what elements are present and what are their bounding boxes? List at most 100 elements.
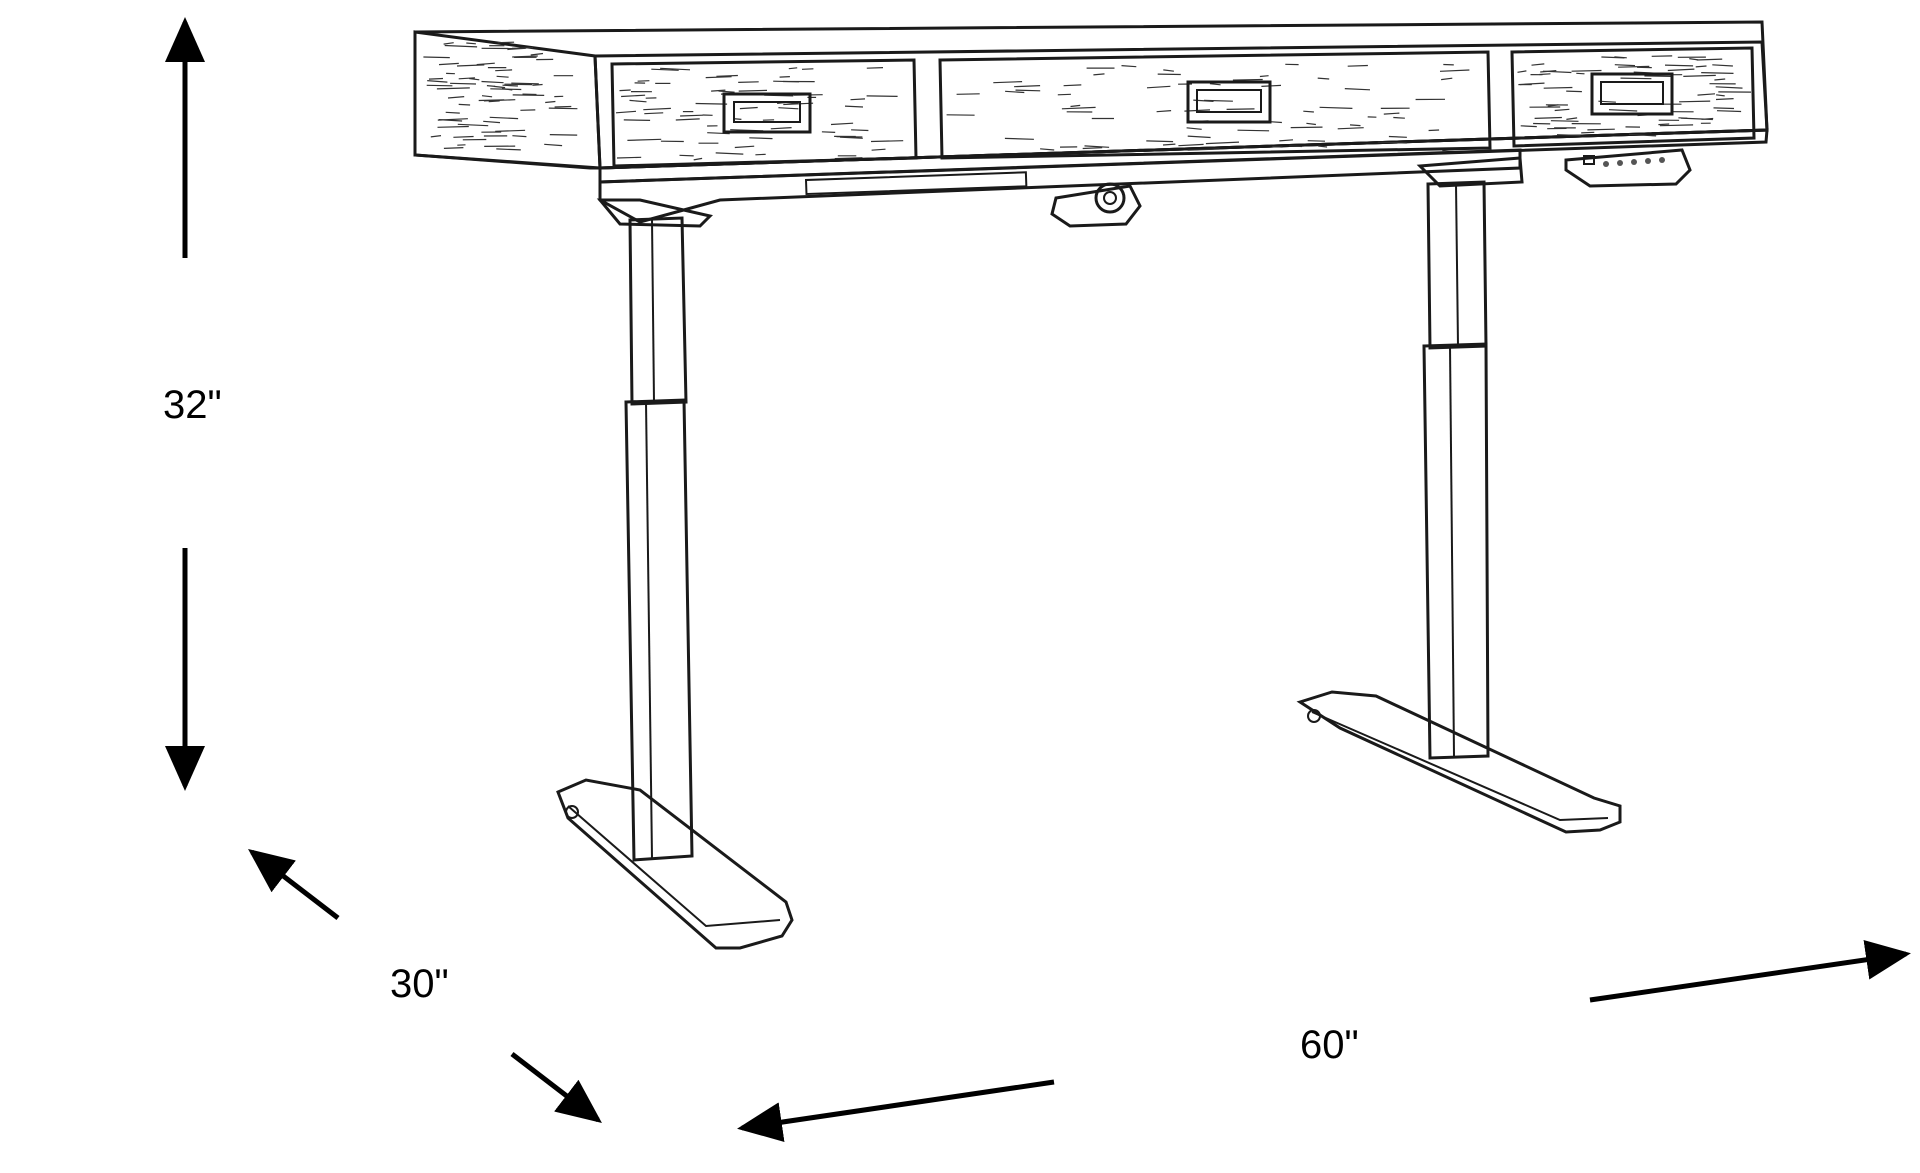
wood-grain-stroke <box>511 82 539 85</box>
wood-grain-stroke <box>738 89 768 92</box>
wood-grain-stroke <box>497 41 515 44</box>
wood-grain-stroke <box>1259 75 1269 78</box>
wood-grain-stroke <box>956 93 980 95</box>
wood-grain-stroke <box>1614 56 1627 59</box>
width-arrow-right <box>1589 939 1911 1003</box>
wood-grain-stroke <box>1658 123 1670 126</box>
wood-grain-stroke <box>1441 77 1453 81</box>
depth-label: 30" <box>390 962 449 1006</box>
wood-grain-stroke <box>438 119 463 122</box>
wood-grain-stroke <box>755 153 766 156</box>
wood-grain-stroke <box>1205 141 1240 145</box>
wood-grain-stroke <box>1566 117 1578 120</box>
wood-grain-stroke <box>1689 58 1699 61</box>
wood-grain-stroke <box>512 55 538 58</box>
motor-housing <box>1050 182 1142 228</box>
wood-grain-stroke <box>660 67 691 71</box>
wood-grain-stroke <box>443 42 454 45</box>
wood-grain-stroke <box>530 52 544 56</box>
wood-grain-stroke <box>1057 93 1071 96</box>
wood-grain-stroke <box>512 135 527 138</box>
drawer-right <box>1510 46 1756 148</box>
wood-grain-stroke <box>549 134 578 136</box>
wood-grain-stroke <box>715 152 744 155</box>
wood-grain-stroke <box>851 129 869 132</box>
wood-grain-stroke <box>1712 64 1733 67</box>
wood-texture <box>423 41 1752 161</box>
wood-grain-stroke <box>707 132 730 135</box>
wood-grain-stroke <box>1542 70 1572 74</box>
wood-grain-stroke <box>801 68 814 70</box>
wood-grain-stroke <box>716 74 738 77</box>
wood-grain-stroke <box>1084 145 1110 148</box>
wood-grain-stroke <box>1226 108 1255 110</box>
wood-grain-stroke <box>1317 77 1330 80</box>
wood-grain-stroke <box>458 103 471 106</box>
wood-grain-stroke <box>476 62 495 66</box>
wood-grain-stroke <box>1701 117 1714 120</box>
width-arrow-left <box>737 1079 1055 1142</box>
wood-grain-stroke <box>426 84 453 87</box>
drawer-handle-center <box>1186 80 1272 124</box>
wood-grain-stroke <box>705 76 732 79</box>
wood-grain-stroke <box>1715 98 1734 101</box>
wood-grain-stroke <box>1554 108 1570 112</box>
wood-grain-stroke <box>545 100 556 104</box>
wood-grain-stroke <box>619 89 631 92</box>
wood-grain-stroke <box>1156 110 1172 113</box>
wood-grain-stroke <box>749 137 773 140</box>
wood-grain-stroke <box>444 44 478 48</box>
wood-grain-stroke <box>1695 65 1707 68</box>
wood-grain-stroke <box>1683 74 1716 77</box>
wood-grain-stroke <box>1543 86 1573 89</box>
wood-grain-stroke <box>783 102 814 106</box>
wood-grain-stroke <box>871 148 886 151</box>
wood-grain-stroke <box>1566 90 1582 93</box>
wood-grain-stroke <box>718 90 735 93</box>
wood-grain-stroke <box>679 154 694 157</box>
wood-grain-stroke <box>1146 140 1174 143</box>
wood-grain-stroke <box>738 81 759 83</box>
wood-grain-stroke <box>643 107 671 111</box>
wood-grain-stroke <box>489 116 519 120</box>
wood-grain-stroke <box>834 157 863 160</box>
wood-grain-stroke <box>496 75 509 78</box>
wood-grain-stroke <box>447 96 465 99</box>
wood-grain-stroke <box>1121 65 1137 68</box>
wood-grain-stroke <box>1070 104 1081 108</box>
wood-grain-stroke <box>488 100 500 103</box>
wood-grain-stroke <box>615 110 637 114</box>
wood-grain-stroke <box>1667 68 1695 72</box>
wood-grain-stroke <box>1714 78 1726 81</box>
wood-grain-stroke <box>1377 141 1407 144</box>
wood-grain-stroke <box>1517 70 1527 73</box>
wood-grain-stroke <box>693 157 703 161</box>
wood-grain-stroke <box>1388 135 1407 138</box>
wood-grain-stroke <box>502 84 518 87</box>
wood-grain-stroke <box>1715 86 1743 89</box>
wood-grain-stroke <box>623 119 651 121</box>
desk-illustration <box>413 20 1769 950</box>
wood-grain-stroke <box>457 123 489 127</box>
width-label: 60" <box>1300 1023 1359 1067</box>
wood-grain-stroke <box>779 76 790 78</box>
wood-grain-stroke <box>466 42 476 45</box>
wood-grain-stroke <box>1186 127 1202 130</box>
wood-grain-stroke <box>1550 120 1579 122</box>
wood-grain-stroke <box>770 127 792 130</box>
wood-grain-stroke <box>870 140 904 143</box>
wood-grain-stroke <box>1571 69 1602 72</box>
wood-grain-stroke <box>445 111 460 114</box>
wood-grain-stroke <box>830 122 854 126</box>
wood-grain-stroke <box>1716 110 1742 113</box>
leg-left <box>556 216 794 950</box>
wood-grain-stroke <box>616 156 642 159</box>
wood-grain-stroke <box>1539 73 1551 76</box>
wood-grain-stroke <box>469 77 480 81</box>
wood-grain-stroke <box>486 85 496 87</box>
wood-grain-stroke <box>544 143 563 147</box>
wood-grain-stroke <box>1005 90 1025 94</box>
wood-grain-stroke <box>1290 126 1323 129</box>
wood-grain-stroke <box>438 62 459 66</box>
wood-grain-stroke <box>629 99 647 103</box>
